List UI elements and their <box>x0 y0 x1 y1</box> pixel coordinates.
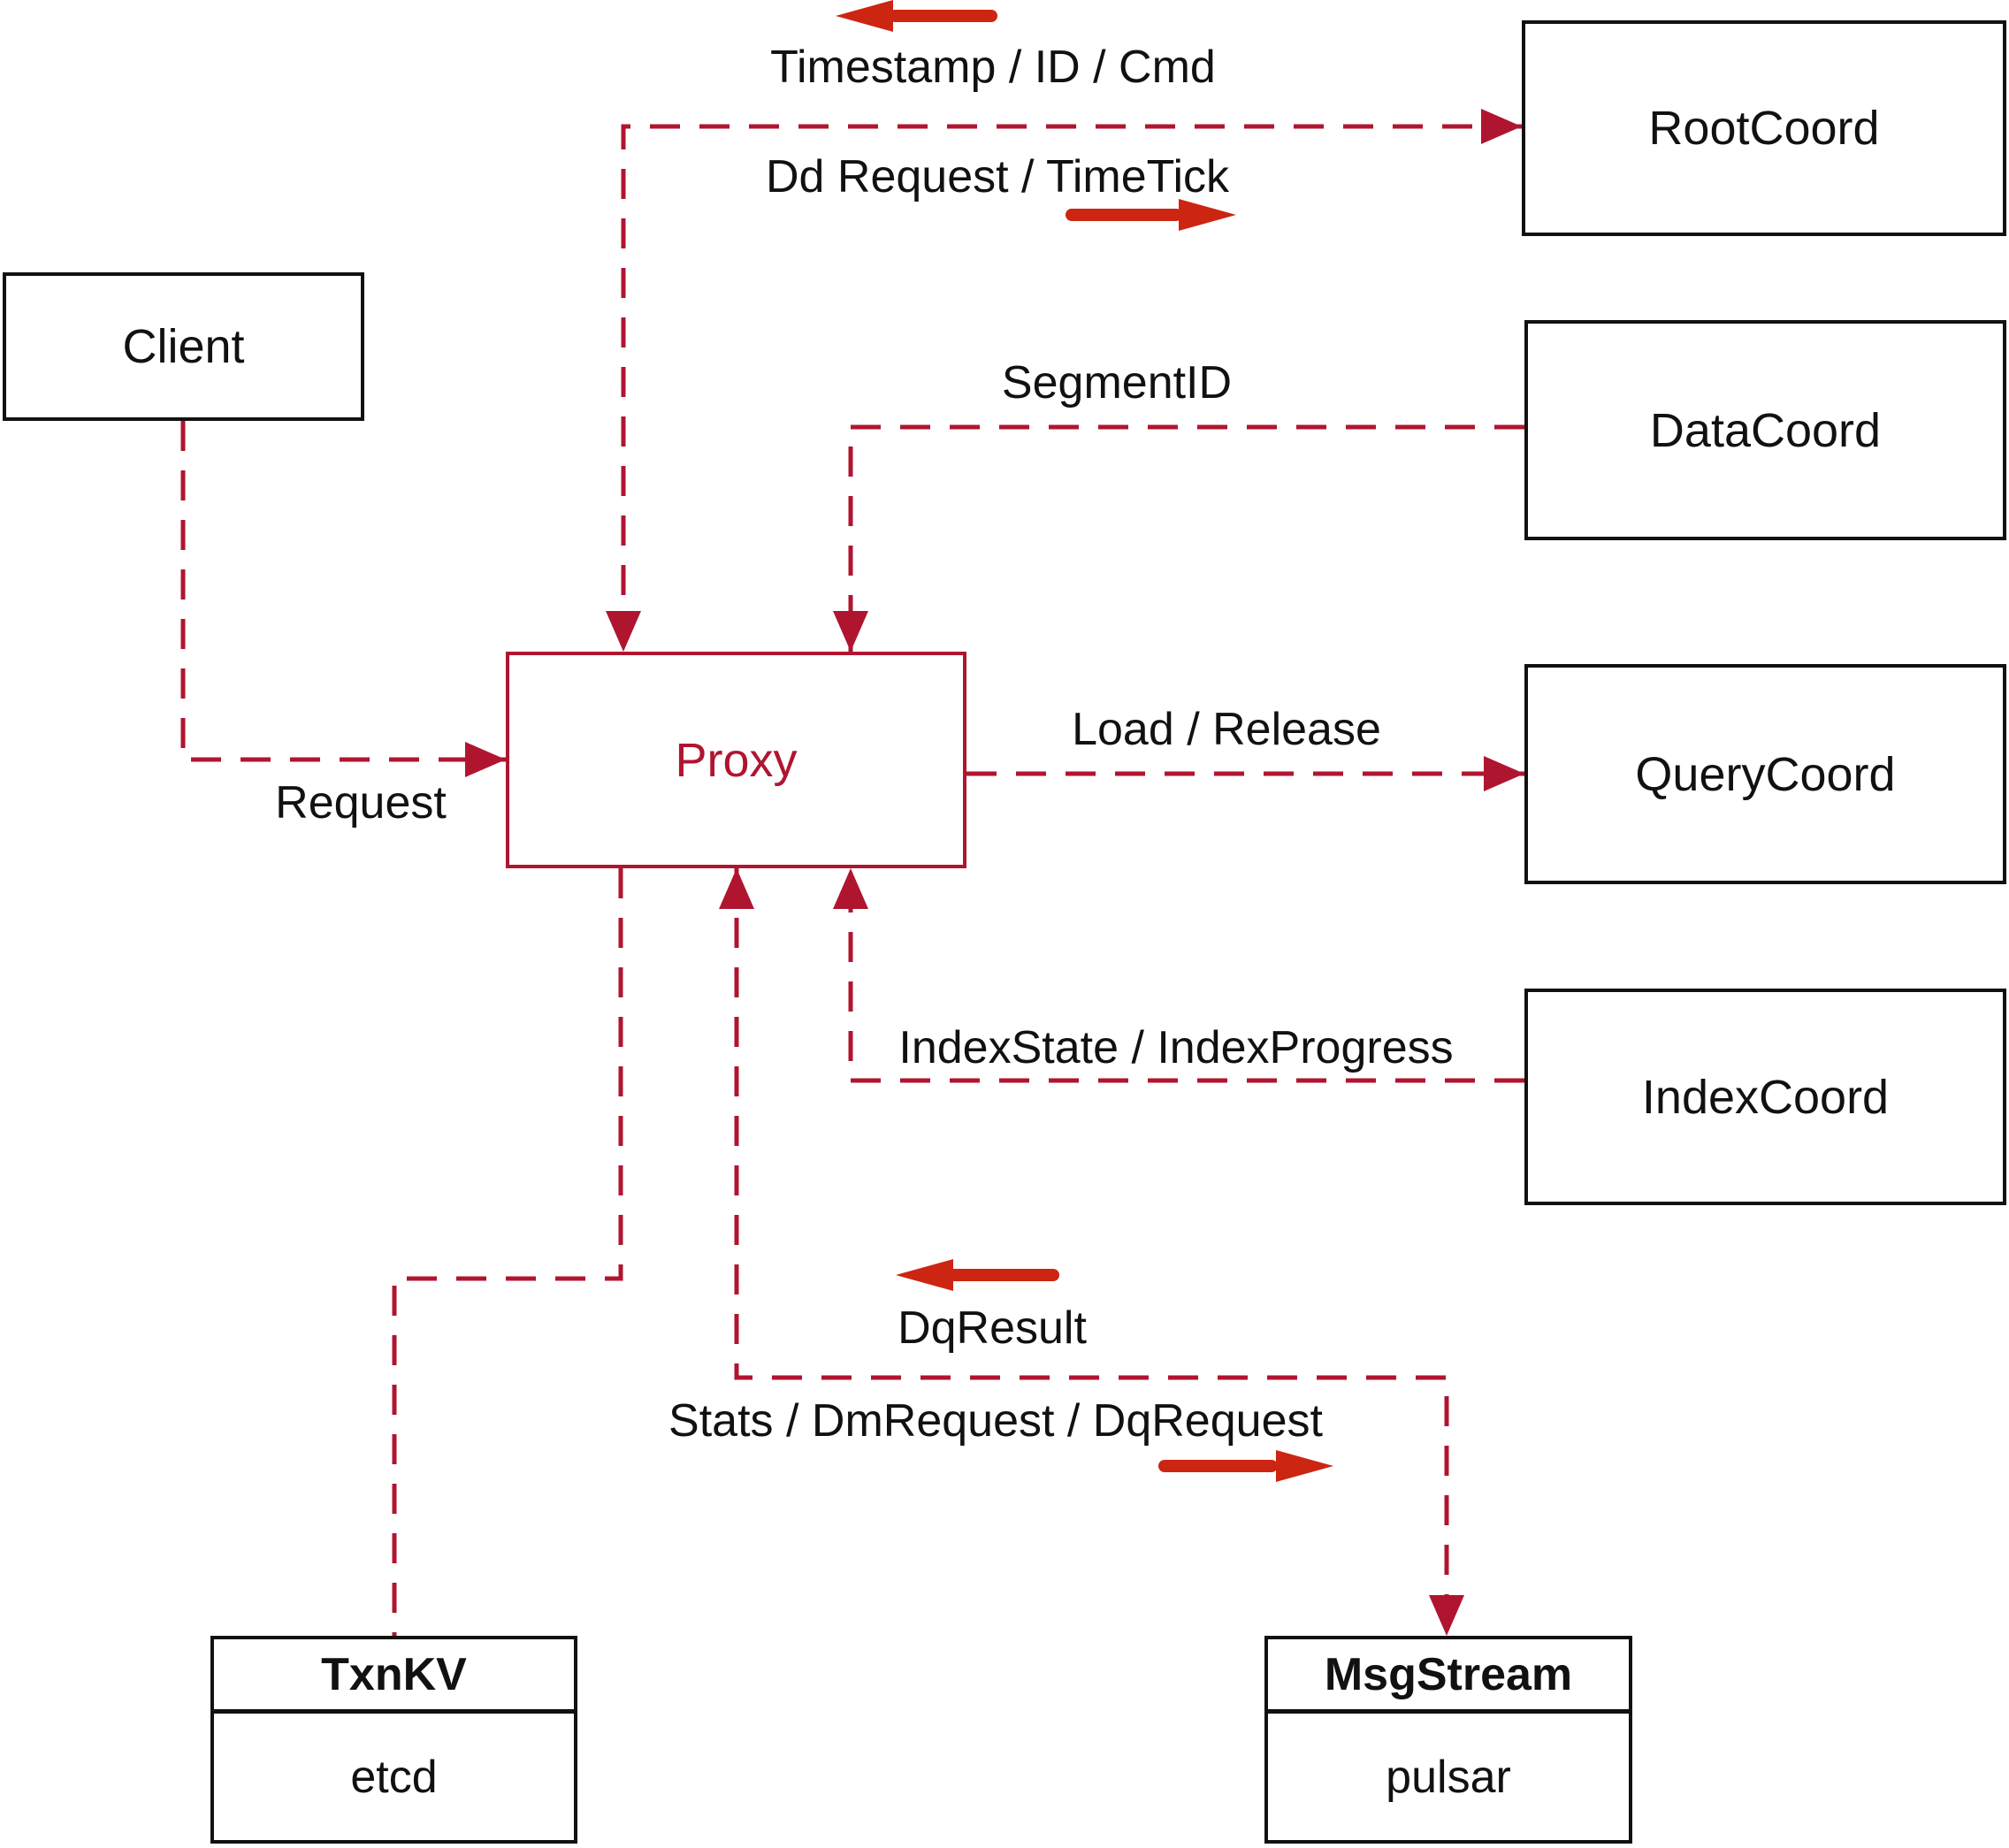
node-msgstream-title: MsgStream <box>1268 1639 1629 1714</box>
node-msgstream-subtitle: pulsar <box>1386 1751 1511 1803</box>
node-msgstream: MsgStream pulsar <box>1264 1636 1632 1844</box>
node-txnkv: TxnKV etcd <box>210 1636 577 1844</box>
node-datacoord: DataCoord <box>1524 320 2006 540</box>
right-arrow-icon <box>1158 1450 1333 1482</box>
node-proxy-label: Proxy <box>675 733 798 787</box>
edge-label-load-release: Load / Release <box>1072 704 1381 755</box>
left-arrow-icon <box>896 1259 1059 1291</box>
edge-label-index-state: IndexState / IndexProgress <box>898 1022 1454 1073</box>
edge-proxy-rootcoord <box>606 109 1522 652</box>
node-rootcoord: RootCoord <box>1522 20 2006 236</box>
edge-proxy-txnkv <box>392 868 623 1636</box>
node-txnkv-subtitle: etcd <box>350 1751 438 1803</box>
edge-label-segment-id: SegmentID <box>1001 357 1233 409</box>
edge-label-dq-result: DqResult <box>898 1302 1087 1354</box>
node-indexcoord-label: IndexCoord <box>1641 1070 1890 1124</box>
edge-label-timestamp-id-cmd: Timestamp / ID / Cmd <box>770 42 1216 93</box>
left-arrow-icon <box>836 0 997 32</box>
node-client: Client <box>3 272 364 421</box>
right-arrow-icon <box>1066 199 1236 231</box>
node-txnkv-title: TxnKV <box>214 1639 574 1714</box>
edge-client-proxy <box>180 421 506 777</box>
node-rootcoord-label: RootCoord <box>1648 102 1880 155</box>
node-indexcoord: IndexCoord <box>1524 989 2006 1205</box>
edge-label-stats-dm-dq: Stats / DmRequest / DqRequest <box>668 1395 1323 1447</box>
edge-label-request: Request <box>275 777 447 829</box>
node-querycoord-label: QueryCoord <box>1635 747 1896 801</box>
edge-label-dd-request-timetick: Dd Request / TimeTick <box>765 151 1230 202</box>
edge-proxy-msgstream <box>719 868 1464 1636</box>
node-querycoord: QueryCoord <box>1524 664 2006 884</box>
node-datacoord-label: DataCoord <box>1649 403 1882 457</box>
node-proxy: Proxy <box>506 652 966 868</box>
edge-datacoord-proxy <box>833 424 1524 652</box>
node-client-label: Client <box>122 320 245 373</box>
